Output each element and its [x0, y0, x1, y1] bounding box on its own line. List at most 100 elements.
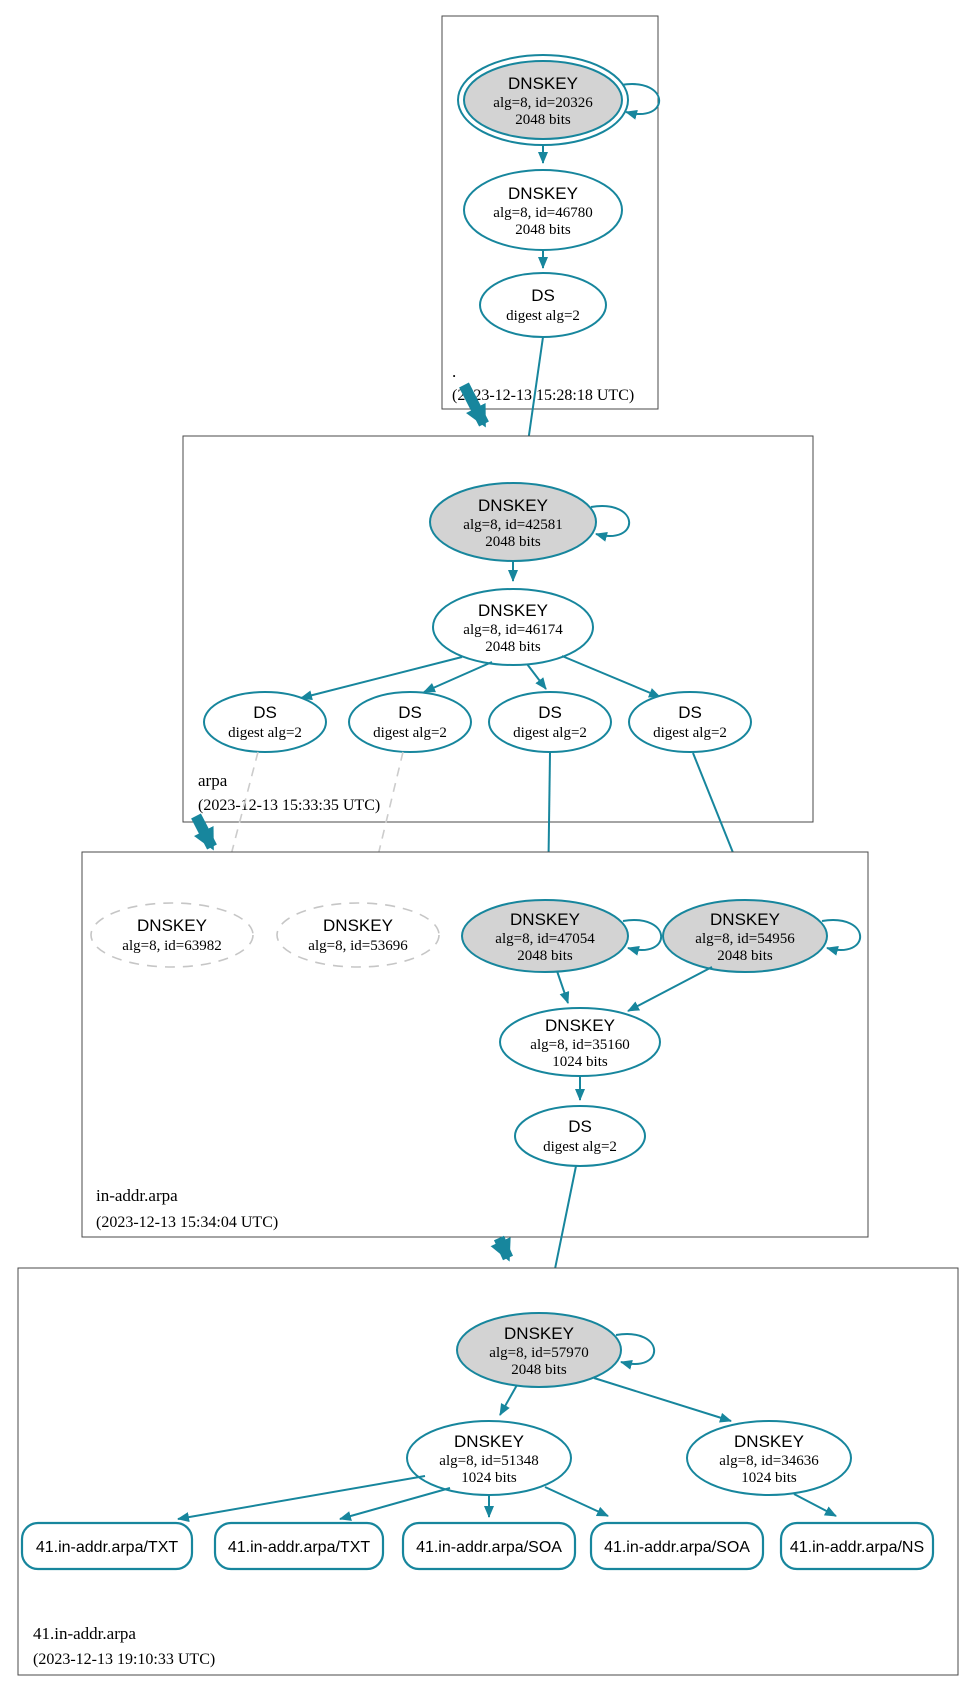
ds-inaddr-title: DS	[568, 1117, 592, 1136]
edge-51348-to-soa2	[544, 1486, 609, 1517]
ds-node-arpa-1[interactable]	[203, 691, 327, 753]
edge-46174-to-ds2	[423, 661, 493, 693]
dnskey-node-57970[interactable]	[456, 1312, 622, 1388]
ds-node-inaddr[interactable]	[514, 1105, 646, 1167]
ds-arpa-1-title: DS	[253, 703, 277, 722]
ds-arpa-4-detail: digest alg=2	[653, 725, 727, 741]
edge-ds2-to-53696-insecure	[365, 751, 404, 898]
zone-arpa-label: arpa	[198, 771, 228, 790]
dnskey-63982-title: DNSKEY	[137, 916, 207, 935]
edge-47054-to-35160	[556, 970, 570, 1004]
edge-34636-to-ns	[793, 1493, 837, 1517]
ds-node-root[interactable]	[479, 272, 607, 338]
ds-arpa-3-detail: digest alg=2	[513, 725, 587, 741]
edge-46174-to-ds3	[526, 663, 547, 690]
dnskey-46174-bits: 2048 bits	[485, 639, 541, 655]
delegation-arrow-root-to-arpa	[459, 382, 489, 428]
ds-node-arpa-3[interactable]	[488, 691, 612, 753]
dnskey-51348-bits: 1024 bits	[461, 1470, 517, 1486]
rrset-ns[interactable]	[779, 1521, 935, 1571]
dnskey-20326-title: DNSKEY	[508, 74, 578, 93]
edge-47054-selfloop	[622, 919, 663, 956]
rrset-ns-label: 41.in-addr.arpa/NS	[790, 1539, 924, 1556]
ds-arpa-3-title: DS	[538, 703, 562, 722]
dnskey-57970-title: DNSKEY	[504, 1324, 574, 1343]
edge-46174-to-ds4	[561, 655, 661, 698]
zone-inaddr-label: in-addr.arpa	[96, 1186, 178, 1205]
dnskey-node-20326[interactable]	[463, 60, 623, 140]
dnskey-node-35160[interactable]	[499, 1007, 661, 1077]
zone-41-label: 41.in-addr.arpa	[33, 1624, 136, 1643]
ds-arpa-2-title: DS	[398, 703, 422, 722]
dnskey-node-34636[interactable]	[686, 1420, 852, 1496]
dnskey-57970-bits: 2048 bits	[511, 1362, 567, 1378]
zone-root-label: .	[452, 362, 456, 381]
zone-41-in-addr-arpa: DNSKEY alg=8, id=57970 2048 bits DNSKEY …	[17, 1267, 959, 1676]
ds-arpa-4-title: DS	[678, 703, 702, 722]
dnskey-20326-bits: 2048 bits	[515, 112, 571, 128]
dnskey-53696-title: DNSKEY	[323, 916, 393, 935]
dnskey-node-63982-insecure[interactable]	[90, 902, 254, 968]
zone-root: DNSKEY alg=8, id=20326 2048 bits DNSKEY …	[441, 15, 661, 410]
dnskey-42581-title: DNSKEY	[478, 496, 548, 515]
dnskey-47054-detail: alg=8, id=47054	[495, 931, 595, 947]
ds-inaddr-detail: digest alg=2	[543, 1139, 617, 1155]
dnskey-node-53696-insecure[interactable]	[276, 902, 440, 968]
rrset-soa-2[interactable]	[589, 1521, 765, 1571]
dnskey-34636-title: DNSKEY	[734, 1432, 804, 1451]
dnskey-node-46174[interactable]	[432, 588, 594, 666]
dnskey-54956-title: DNSKEY	[710, 910, 780, 929]
dnskey-46780-title: DNSKEY	[508, 184, 578, 203]
dnskey-35160-bits: 1024 bits	[552, 1054, 608, 1070]
ds-arpa-2-detail: digest alg=2	[373, 725, 447, 741]
zone-arpa: DNSKEY alg=8, id=42581 2048 bits DNSKEY …	[182, 435, 814, 823]
ds-arpa-1-detail: digest alg=2	[228, 725, 302, 741]
zone-root-timestamp: (2023-12-13 15:28:18 UTC)	[452, 387, 634, 404]
dnskey-node-47054[interactable]	[461, 899, 629, 973]
dnskey-node-42581[interactable]	[429, 482, 597, 562]
delegation-arrow-inaddr-to-41	[490, 1235, 514, 1262]
zone-arpa-timestamp: (2023-12-13 15:33:35 UTC)	[198, 797, 380, 814]
dnskey-42581-detail: alg=8, id=42581	[463, 517, 562, 533]
edge-ds1-to-63982-insecure	[217, 751, 259, 898]
edge-54956-selfloop	[821, 919, 862, 956]
ds-root-title: DS	[531, 286, 555, 305]
dnskey-46174-detail: alg=8, id=46174	[463, 622, 563, 638]
edge-57970-selfloop	[615, 1333, 656, 1370]
edge-46174-to-ds1	[300, 656, 463, 701]
zone-41-timestamp: (2023-12-13 19:10:33 UTC)	[33, 1651, 215, 1668]
ds-node-arpa-4[interactable]	[628, 691, 752, 753]
edge-57970-to-34636	[593, 1377, 732, 1423]
rrset-txt-2[interactable]	[213, 1521, 385, 1571]
ds-root-detail: digest alg=2	[506, 308, 580, 324]
dnskey-53696-detail: alg=8, id=53696	[308, 938, 408, 954]
dnskey-47054-bits: 2048 bits	[517, 948, 573, 964]
delegation-arrow-arpa-to-inaddr	[191, 813, 217, 851]
dnskey-35160-detail: alg=8, id=35160	[530, 1037, 629, 1053]
dnskey-54956-detail: alg=8, id=54956	[695, 931, 795, 947]
ds-node-arpa-2[interactable]	[348, 691, 472, 753]
rrset-soa-2-label: 41.in-addr.arpa/SOA	[604, 1539, 750, 1556]
dnskey-34636-bits: 1024 bits	[741, 1470, 797, 1486]
rrset-soa-1-label: 41.in-addr.arpa/SOA	[416, 1539, 562, 1556]
edge-54956-to-35160	[627, 966, 713, 1012]
dnskey-20326-detail: alg=8, id=20326	[493, 95, 593, 111]
edge-57970-to-51348	[499, 1384, 518, 1416]
edge-51348-to-txt1	[177, 1475, 426, 1523]
rrset-soa-1[interactable]	[401, 1521, 577, 1571]
dnskey-node-54956[interactable]	[662, 899, 828, 973]
zone-inaddr-timestamp: (2023-12-13 15:34:04 UTC)	[96, 1214, 278, 1231]
dnskey-46780-bits: 2048 bits	[515, 222, 571, 238]
dnskey-51348-detail: alg=8, id=51348	[439, 1453, 538, 1469]
dnskey-42581-bits: 2048 bits	[485, 534, 541, 550]
dnskey-node-51348[interactable]	[406, 1420, 572, 1496]
edge-42581-selfloop	[590, 505, 631, 542]
dnskey-47054-title: DNSKEY	[510, 910, 580, 929]
rrset-txt-1[interactable]	[20, 1521, 194, 1571]
zone-in-addr-arpa: DNSKEY alg=8, id=63982 DNSKEY alg=8, id=…	[81, 851, 869, 1238]
dnskey-54956-bits: 2048 bits	[717, 948, 773, 964]
dnskey-51348-title: DNSKEY	[454, 1432, 524, 1451]
dnskey-node-46780[interactable]	[463, 169, 623, 251]
